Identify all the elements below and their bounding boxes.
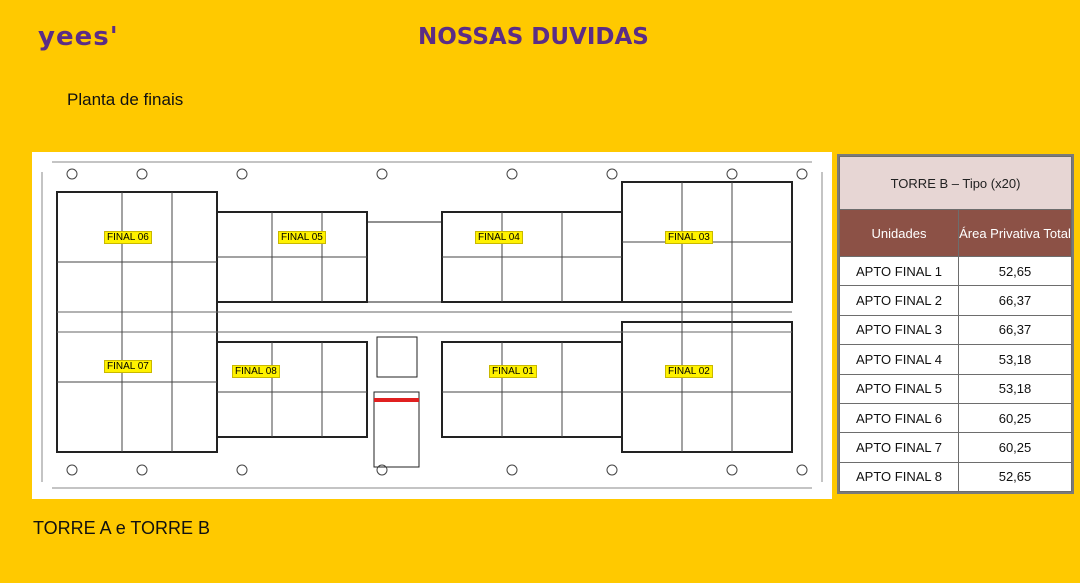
- plan-label-final-03: FINAL 03: [665, 231, 713, 244]
- plan-label-final-06: FINAL 06: [104, 231, 152, 244]
- area-table-grid: TORRE B – Tipo (x20) Unidades Área Priva…: [839, 156, 1072, 493]
- area-cell: 66,37: [958, 285, 1072, 316]
- unit-cell: APTO FINAL 1: [839, 255, 959, 287]
- plan-label-final-01: FINAL 01: [489, 365, 537, 378]
- unit-cell: APTO FINAL 7: [839, 432, 959, 463]
- unit-cell: APTO FINAL 4: [839, 344, 959, 375]
- plan-subtitle: Planta de finais: [67, 90, 184, 109]
- plan-label-final-02: FINAL 02: [665, 365, 713, 378]
- unit-cell: APTO FINAL 5: [839, 373, 959, 404]
- area-cell: 60,25: [958, 402, 1072, 434]
- table-title: TORRE B – Tipo (x20): [839, 156, 1072, 210]
- page-title: NOSSAS DUVIDAS: [418, 24, 649, 50]
- unit-cell: APTO FINAL 2: [839, 285, 959, 316]
- area-table: TORRE B – Tipo (x20) Unidades Área Priva…: [837, 154, 1074, 494]
- floor-plan-drawing: [41, 161, 823, 489]
- unit-cell: APTO FINAL 8: [839, 461, 959, 493]
- plan-label-final-04: FINAL 04: [475, 231, 523, 244]
- area-cell: 52,65: [958, 461, 1072, 493]
- area-cell: 52,65: [958, 255, 1072, 287]
- col-header-units: Unidades: [839, 209, 959, 257]
- unit-cell: APTO FINAL 3: [839, 314, 959, 346]
- brand-logo: yees': [38, 22, 119, 52]
- area-cell: 66,37: [958, 314, 1072, 346]
- area-cell: 60,25: [958, 432, 1072, 463]
- footer-caption: TORRE A e TORRE B: [33, 518, 211, 538]
- col-header-area: Área Privativa Total: [958, 209, 1072, 257]
- plan-label-final-05: FINAL 05: [278, 231, 326, 244]
- area-cell: 53,18: [958, 373, 1072, 404]
- plan-label-final-07: FINAL 07: [104, 360, 152, 373]
- unit-cell: APTO FINAL 6: [839, 402, 959, 434]
- floor-plan: FINAL 06 FINAL 05 FINAL 04 FINAL 03 FINA…: [32, 152, 832, 499]
- area-cell: 53,18: [958, 344, 1072, 375]
- plan-label-final-08: FINAL 08: [232, 365, 280, 378]
